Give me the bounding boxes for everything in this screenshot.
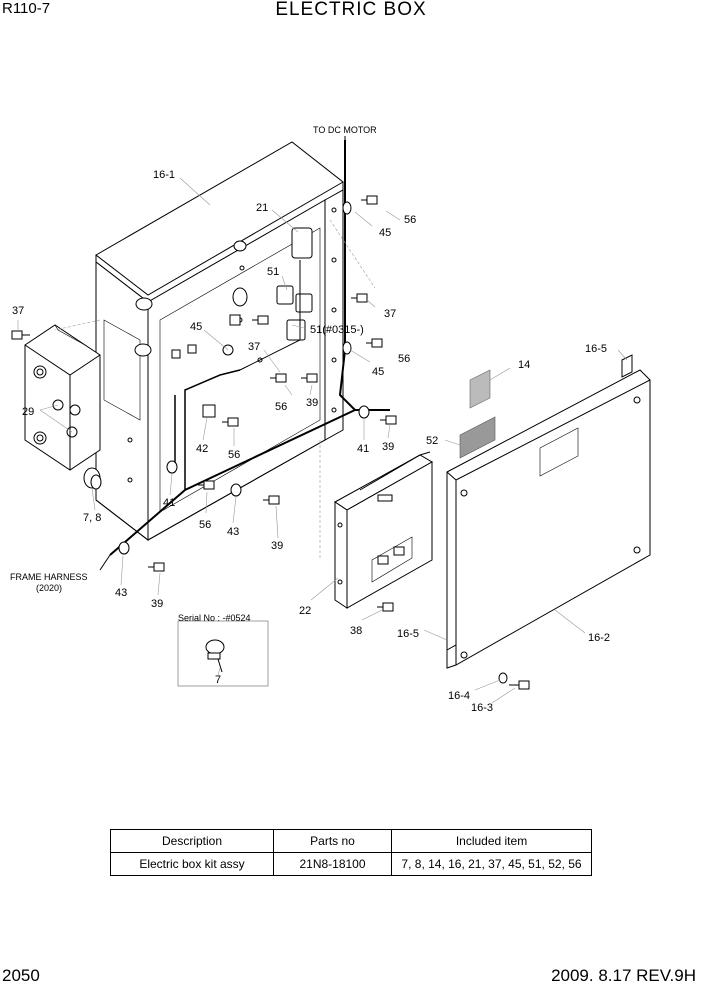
note-frame-harness: FRAME HARNESS xyxy=(10,572,88,582)
callout-52: 52 xyxy=(426,435,438,447)
callout-51-serial: 51(#0315-) xyxy=(310,324,364,336)
callout-41: 41 xyxy=(357,443,369,455)
callout-56: 56 xyxy=(404,214,416,226)
header-parts-no: Parts no xyxy=(273,829,392,853)
electric-box-body xyxy=(95,141,344,542)
callout-22: 22 xyxy=(299,605,311,617)
callout-51: 51 xyxy=(267,266,279,278)
note-frame-harness-code: (2020) xyxy=(36,583,62,593)
callout-16-1: 16-1 xyxy=(153,169,175,181)
callout-16-3: 16-3 xyxy=(471,702,493,714)
callout-39: 39 xyxy=(382,441,394,453)
callout-7-8: 7, 8 xyxy=(83,512,101,524)
decal-14 xyxy=(469,369,491,409)
callout-38: 38 xyxy=(350,625,362,637)
callout-29: 29 xyxy=(22,406,34,418)
controller-unit xyxy=(334,451,434,609)
callout-45: 45 xyxy=(190,321,202,333)
callout-43: 43 xyxy=(227,526,239,538)
callout-labels: 16-1 21 56 45 51 37 45 51(#0315-) 37 56 … xyxy=(12,169,610,714)
decal-52 xyxy=(459,416,496,459)
callout-37: 37 xyxy=(12,305,24,317)
serial-inset-box xyxy=(177,620,269,687)
table-header-row: Description Parts no Included item xyxy=(110,829,592,853)
callout-56: 56 xyxy=(275,401,287,413)
control-panel-module xyxy=(24,324,101,471)
kit-description-table: Description Parts no Included item Elect… xyxy=(110,829,592,876)
callout-42: 42 xyxy=(196,443,208,455)
revision-date: 2009. 8.17 REV.9H xyxy=(551,966,696,985)
rotary-switch xyxy=(83,467,102,490)
callout-56: 56 xyxy=(228,449,240,461)
callout-45: 45 xyxy=(379,227,391,239)
page-number: 2050 xyxy=(2,966,40,985)
callout-39: 39 xyxy=(271,540,283,552)
callout-37: 37 xyxy=(384,308,396,320)
leader-lines xyxy=(17,177,628,704)
note-serial-no: Serial No : -#0524 xyxy=(178,613,251,623)
header-description: Description xyxy=(110,829,274,853)
reference-dash-lines xyxy=(54,219,376,560)
model-number: R110-7 xyxy=(2,0,51,17)
callout-21: 21 xyxy=(256,202,268,214)
bolt-fasteners xyxy=(11,195,530,690)
cell-included-item: 7, 8, 14, 16, 21, 37, 45, 51, 52, 56 xyxy=(391,852,592,876)
cell-description: Electric box kit assy xyxy=(110,852,274,876)
table-row: Electric box kit assy 21N8-18100 7, 8, 1… xyxy=(110,852,592,876)
callout-16-5: 16-5 xyxy=(397,628,419,640)
callout-41: 41 xyxy=(163,497,175,509)
header-included-item: Included item xyxy=(391,829,592,853)
callout-14: 14 xyxy=(518,359,530,371)
note-to-dc-motor: TO DC MOTOR xyxy=(313,125,377,135)
callout-56: 56 xyxy=(199,519,211,531)
callout-43: 43 xyxy=(115,587,127,599)
callout-37: 37 xyxy=(248,341,260,353)
callout-45: 45 xyxy=(372,366,384,378)
callout-39: 39 xyxy=(306,397,318,409)
cell-parts-no: 21N8-18100 xyxy=(273,852,392,876)
callout-56: 56 xyxy=(398,353,410,365)
callout-16-5: 16-5 xyxy=(585,343,607,355)
cover-panel xyxy=(446,354,651,669)
callout-16-4: 16-4 xyxy=(448,690,470,702)
callout-7: 7 xyxy=(215,674,221,686)
callout-16-2: 16-2 xyxy=(588,632,610,644)
page-title: ELECTRIC BOX xyxy=(275,0,427,20)
callout-39: 39 xyxy=(151,598,163,610)
